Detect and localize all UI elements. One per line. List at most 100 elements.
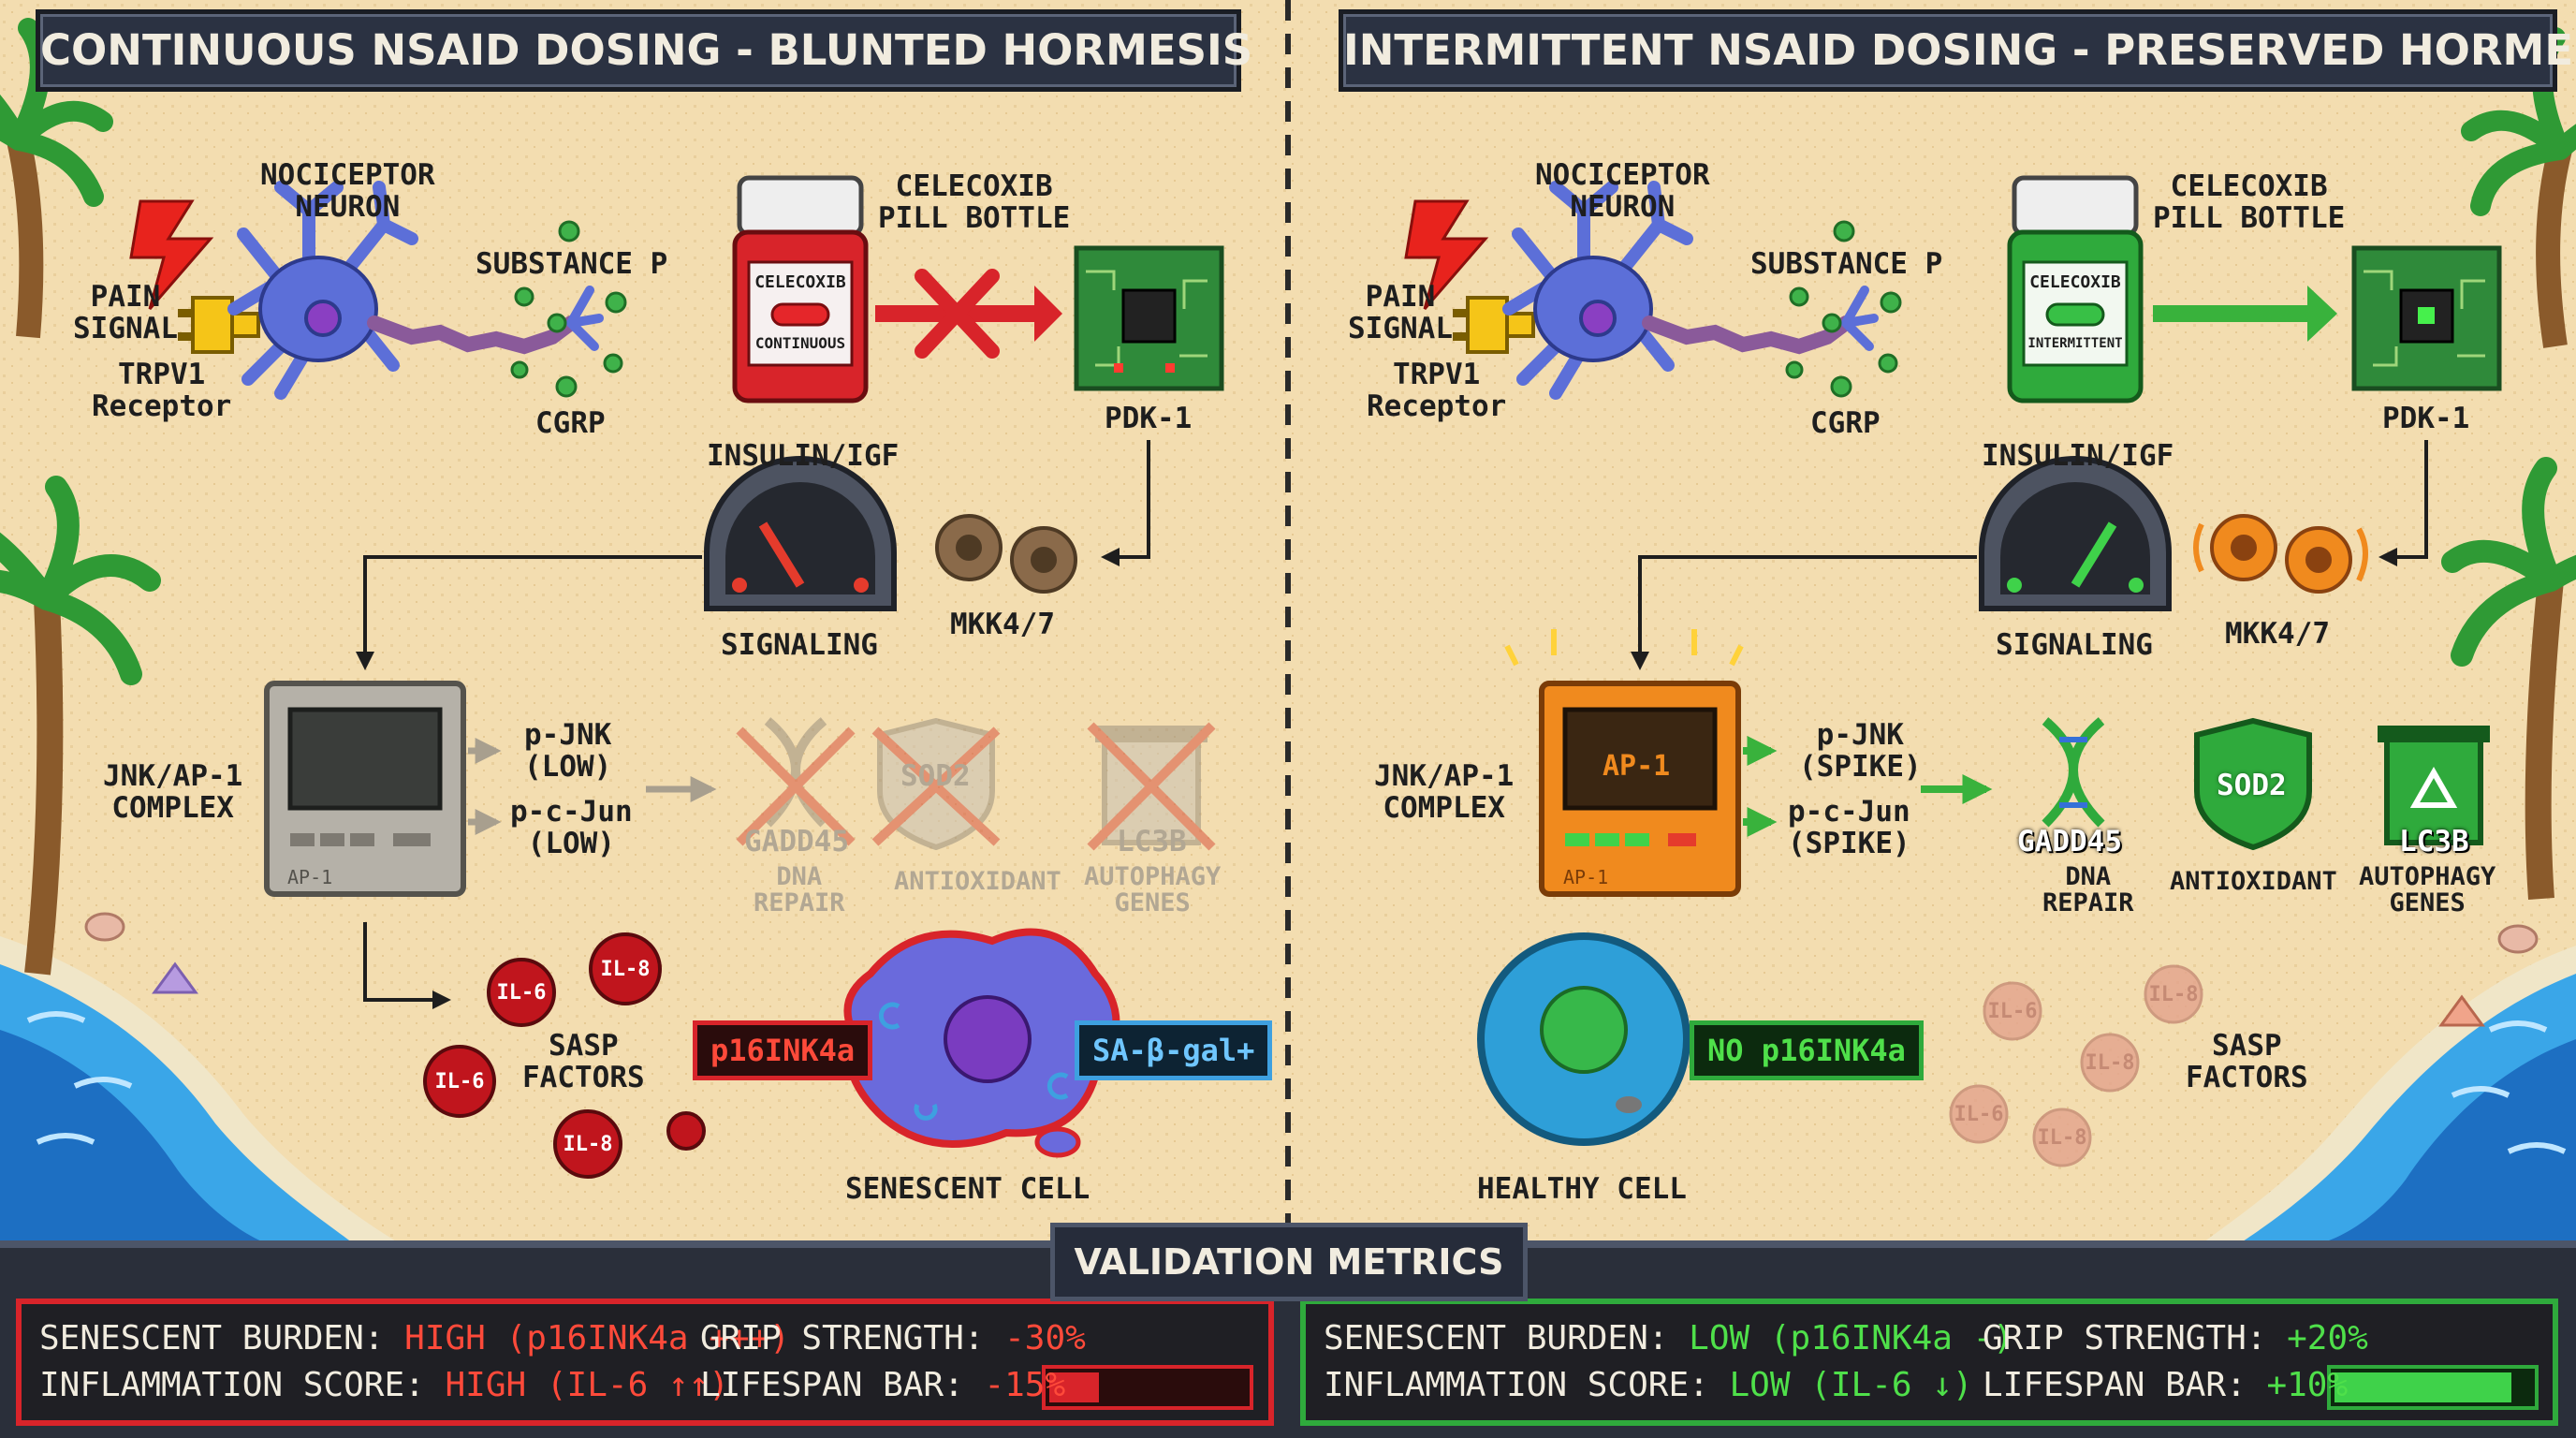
sod2-label: SOD2: [2217, 769, 2287, 802]
senescent-burden-right: SENESCENT BURDEN: LOW (p16INK4a -): [1324, 1319, 2013, 1357]
il8-label: IL-8: [2037, 1126, 2087, 1150]
il6-label: IL-6: [434, 1070, 485, 1093]
pill-bottle-continuous-icon: [732, 175, 869, 404]
grip-strength-left: GRIP STRENGTH: -30%: [700, 1319, 1086, 1357]
healthy-cell-icon: [1477, 932, 1690, 1146]
signaling-to-jnk-arrow: [356, 555, 702, 670]
sa-beta-gal-badge: SA-β-gal+: [1075, 1020, 1273, 1080]
lc3b-recycle-bin-icon: [2378, 726, 2490, 845]
gadd45-dna-icon: [2042, 717, 2105, 828]
sasp-cytokine-balls: [423, 932, 706, 1179]
nociceptor-neuron-icon: [1502, 181, 1879, 400]
gadd45-dna-crossed-icon: [736, 717, 856, 846]
lc3b-bin-crossed-icon: [1087, 722, 1216, 851]
pill-bottle-intermittent-icon: [2007, 175, 2144, 404]
inflammation-score-right: INFLAMMATION SCORE: LOW (IL-6 ↓): [1324, 1366, 1973, 1404]
il8-label: IL-8: [600, 958, 651, 981]
lifespan-bar-fill-right: [2334, 1372, 2511, 1402]
device-label: AP-1: [287, 866, 333, 888]
palm-tree-left-mid: [0, 476, 161, 976]
il8-label: IL-8: [2148, 983, 2199, 1006]
pdk-to-mkk-arrow: [2378, 440, 2428, 566]
jnk-to-sasp-arrow: [363, 922, 451, 1009]
signaling-gauge-icon: [1979, 456, 2172, 611]
shells: [84, 912, 2539, 1027]
ocean-right: [2200, 946, 2576, 1245]
gadd45-label: GADD45: [2017, 825, 2122, 858]
mkk-gears-icon: [935, 514, 1077, 594]
bottle-label-bottom: CONTINUOUS: [754, 334, 846, 352]
pdk1-chip-icon: [2351, 245, 2502, 391]
pdk1-label: PDK-1: [2382, 402, 2470, 435]
substance-p-label: SUBSTANCE P: [476, 247, 668, 281]
pjnk-label: p-JNK(SPIKE): [1799, 718, 1922, 784]
pdk-to-mkk-arrow: [1101, 440, 1150, 566]
metrics-panel-left: [16, 1299, 1274, 1426]
antioxidant-label: ANTIOXIDANT: [894, 867, 1061, 896]
healthy-cell-label: HEALTHY CELL: [1477, 1172, 1687, 1206]
gadd45-label: GADD45: [744, 825, 849, 858]
mkk-label: MKK4/7: [950, 608, 1055, 641]
no-p16-badge: NO p16INK4a: [1690, 1020, 1924, 1080]
pcjun-label: p-c-Jun(LOW): [510, 795, 633, 860]
blocked-arrow: [875, 269, 1062, 359]
signaling-to-jnk-arrow: [1631, 555, 1977, 670]
lc3b-label: LC3B: [1117, 825, 1187, 858]
signaling-gauge-icon: [704, 456, 897, 611]
sod2-shield-crossed-icon: [871, 717, 1001, 851]
grip-strength-right: GRIP STRENGTH: +20%: [1983, 1319, 2368, 1357]
palm-tree-right-mid: [2441, 457, 2576, 900]
signaling-label: SIGNALING: [721, 628, 878, 662]
device-label: AP-1: [1563, 866, 1609, 888]
il8-label: IL-8: [2085, 1051, 2135, 1075]
active-arrow: [2153, 286, 2337, 342]
lc3b-label: LC3B: [2399, 825, 2469, 858]
bottle-label-top: CELECOXIB: [754, 272, 846, 292]
active-output-arrows: [1743, 736, 1993, 837]
p16-badge: p16INK4a: [693, 1020, 873, 1080]
pdk1-label: PDK-1: [1105, 402, 1193, 435]
il8-label: IL-8: [563, 1133, 613, 1156]
antioxidant-label: ANTIOXIDANT: [2170, 867, 2337, 896]
il6-label: IL-6: [496, 981, 547, 1005]
sod2-shield-icon: [2194, 717, 2312, 851]
validation-metrics-title: VALIDATION METRICS: [1050, 1223, 1528, 1301]
lifespan-left: LIFESPAN BAR: -15%: [700, 1366, 1066, 1404]
trpv1-receptor-icon: [178, 296, 260, 354]
lightning-bolt-icon: [1404, 199, 1489, 310]
lifespan-bar-fill-left: [1049, 1372, 1099, 1402]
insulin-igf-label: INSULIN/IGF: [707, 439, 900, 473]
mkk-label: MKK4/7: [2225, 617, 2330, 651]
nociceptor-neuron-icon: [227, 181, 604, 400]
left-header: CONTINUOUS NSAID DOSING - BLUNTED HORMES…: [36, 9, 1252, 92]
sasp-cytokine-balls-faded: [1949, 964, 2203, 1167]
lifespan-right: LIFESPAN BAR: +10%: [1983, 1366, 2349, 1404]
right-header: INTERMITTENT NSAID DOSING - PRESERVED HO…: [1339, 9, 2576, 92]
inflammation-score-left: INFLAMMATION SCORE: HIGH (IL-6 ↑↑): [39, 1366, 729, 1404]
pjnk-label: p-JNK(LOW): [524, 718, 612, 784]
pcjun-label: p-c-Jun(SPIKE): [1788, 795, 1910, 860]
substance-p-label: SUBSTANCE P: [1750, 247, 1943, 281]
ap1-device-active-icon: [1504, 629, 1744, 897]
neuropeptide-dots: [1785, 220, 1902, 398]
ap1-device-inactive-icon: [264, 681, 466, 897]
bottle-label-top: CELECOXIB: [2029, 272, 2121, 292]
sod2-label: SOD2: [900, 759, 971, 793]
bottle-label-bottom: INTERMITTENT: [2027, 336, 2123, 351]
pdk1-chip-icon: [1074, 245, 1224, 391]
insulin-igf-label: INSULIN/IGF: [1982, 439, 2174, 473]
lightning-bolt-icon: [129, 199, 214, 310]
